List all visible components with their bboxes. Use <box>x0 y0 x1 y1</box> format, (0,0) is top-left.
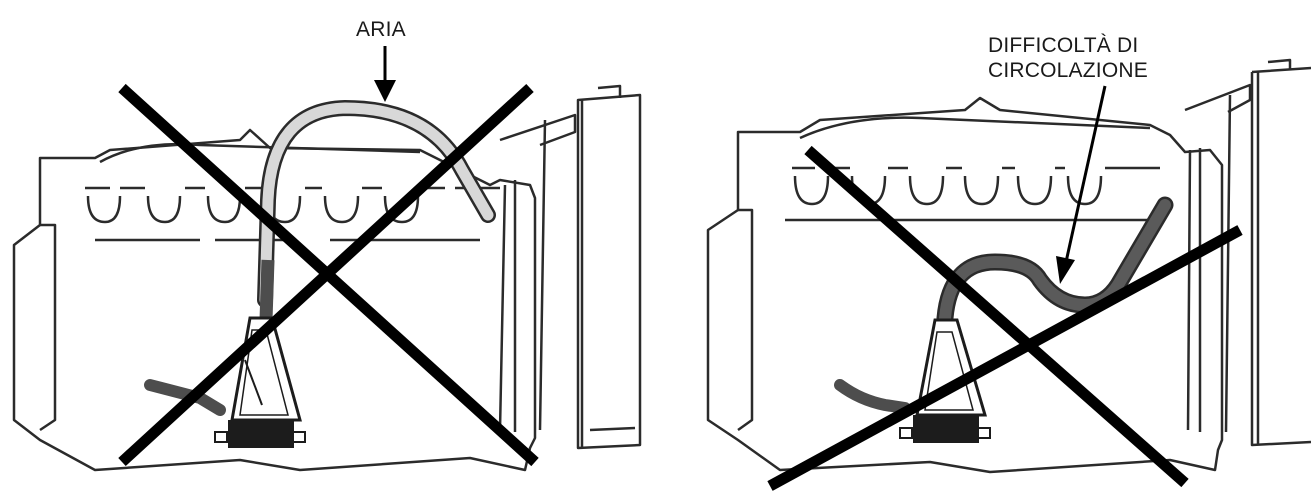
pump-unit-right <box>900 320 990 443</box>
air-arrow <box>374 46 396 102</box>
air-label: ARIA <box>356 17 406 42</box>
circulation-label-line1: DIFFICOLTÀ DI <box>988 33 1208 58</box>
circulation-label-line2: CIRCOLAZIONE <box>988 58 1208 83</box>
circulation-difficulty-label: DIFFICOLTÀ DI CIRCOLAZIONE <box>988 33 1208 83</box>
cross-mark-left <box>122 88 535 462</box>
circulation-hose-right <box>840 205 1165 408</box>
